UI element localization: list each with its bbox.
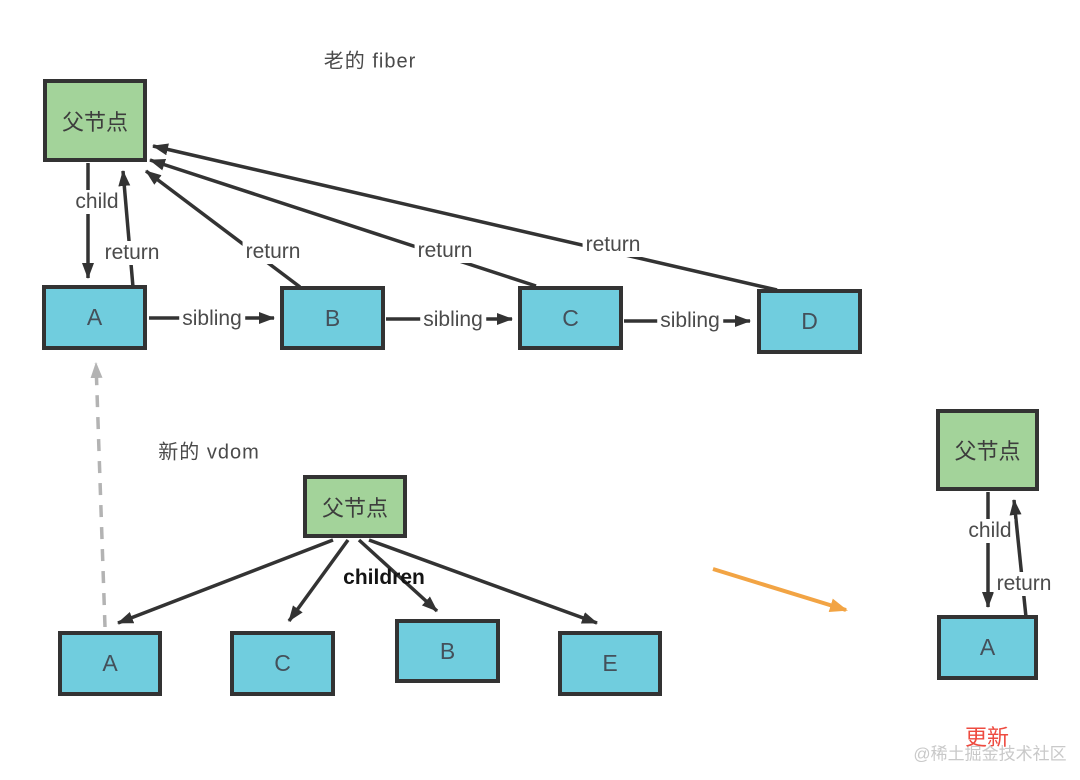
new-node-c: C: [230, 631, 335, 696]
transform-arrow: [712, 567, 848, 612]
old-return-label-c: return: [414, 239, 476, 263]
result-parent-label: 父节点: [954, 439, 1021, 464]
old-return-arrow-b: [144, 169, 302, 289]
result-return-arrow: [1009, 499, 1028, 618]
old-node-d-label: D: [801, 308, 818, 334]
old-return-arrow-a: [118, 170, 135, 288]
new-node-c-label: C: [274, 650, 291, 676]
result-parent-node: 父节点: [936, 409, 1039, 491]
new-node-b: B: [395, 619, 500, 683]
new-node-e: E: [558, 631, 662, 696]
old-sibling-label-cd: sibling: [657, 309, 723, 333]
old-return-label-d: return: [582, 233, 644, 257]
old-sibling-label-bc: sibling: [420, 308, 486, 332]
result-node-a: A: [937, 615, 1038, 680]
old-node-c: C: [518, 286, 623, 350]
watermark: @稀土掘金技术社区: [913, 744, 1067, 764]
old-node-a-label: A: [86, 304, 103, 330]
old-return-label-a: return: [101, 241, 163, 265]
old-return-label-b: return: [242, 240, 304, 264]
old-child-label: child: [72, 190, 122, 214]
old-node-a: A: [42, 285, 147, 350]
new-children-arrow-a: [117, 538, 334, 625]
old-parent-node: 父节点: [43, 79, 147, 162]
new-children-label: children: [343, 566, 425, 589]
old-node-b: B: [280, 286, 385, 350]
old-node-d: D: [757, 289, 862, 354]
result-child-label: child: [965, 519, 1015, 543]
old-parent-label: 父节点: [61, 109, 128, 135]
old-node-c-label: C: [562, 304, 579, 331]
old-return-arrow-c: [149, 158, 537, 288]
old-fiber-title: 老的 fiber: [323, 50, 417, 73]
old-node-b-label: B: [324, 304, 341, 331]
new-parent-label: 父节点: [321, 495, 388, 521]
result-node-a-label: A: [979, 634, 996, 660]
result-return-label: return: [993, 572, 1055, 596]
new-vdom-title: 新的 vdom: [158, 441, 260, 464]
new-node-b-label: B: [439, 637, 456, 664]
compare-dashed-arrow: [90, 362, 107, 628]
old-return-arrow-d: [152, 143, 778, 292]
new-node-a: A: [58, 631, 162, 696]
new-parent-node: 父节点: [303, 475, 407, 538]
new-node-e-label: E: [602, 650, 618, 676]
new-node-a-label: A: [102, 650, 118, 676]
old-sibling-label-ab: sibling: [179, 307, 245, 331]
new-children-arrow-c: [287, 538, 350, 623]
update-label: 更新: [964, 725, 1010, 750]
